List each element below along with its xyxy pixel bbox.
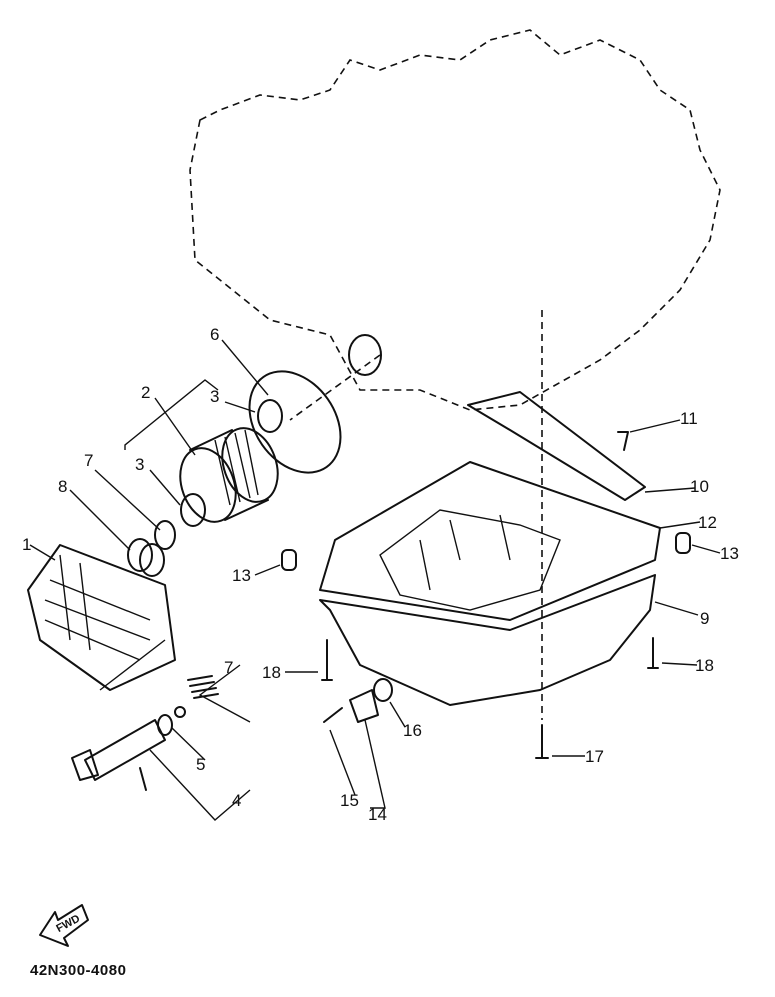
washer-7 bbox=[154, 520, 176, 550]
pin bbox=[139, 767, 147, 791]
forward-arrow-icon: FWD bbox=[39, 904, 89, 947]
part-code: 42N300-4080 bbox=[30, 962, 127, 979]
spring-8 bbox=[127, 538, 165, 577]
callout-15: 15 bbox=[340, 791, 359, 810]
gasket-plate-10 bbox=[467, 391, 646, 501]
o-ring-3-lower bbox=[180, 493, 206, 527]
callout-7-upper: 7 bbox=[84, 451, 93, 470]
oil-filter-element-2 bbox=[179, 427, 279, 523]
bolt-18-left bbox=[321, 639, 333, 681]
callout-9: 9 bbox=[700, 609, 709, 628]
bolt-17 bbox=[535, 724, 549, 759]
callout-13-right: 13 bbox=[720, 544, 739, 563]
callout-14: 14 bbox=[368, 805, 387, 824]
callout-5: 5 bbox=[196, 755, 205, 774]
screw-15 bbox=[323, 707, 343, 723]
gasket-16 bbox=[373, 678, 393, 702]
fwd-label: FWD bbox=[54, 913, 82, 935]
callout-2: 2 bbox=[141, 383, 150, 402]
bolt-18-right bbox=[647, 637, 659, 669]
dowel-13-left bbox=[281, 549, 297, 571]
callout-11: 11 bbox=[680, 409, 698, 428]
oil-filter-cover-1 bbox=[27, 544, 176, 691]
o-ring-3-upper bbox=[257, 399, 283, 433]
callout-7-lower: 7 bbox=[224, 658, 233, 677]
relief-spring bbox=[187, 675, 219, 699]
screw-11 bbox=[617, 431, 629, 451]
filter-mount bbox=[348, 334, 382, 376]
callout-18-left: 18 bbox=[262, 663, 281, 682]
callout-6: 6 bbox=[210, 325, 219, 344]
callout-4: 4 bbox=[232, 791, 241, 810]
drain-plug-14 bbox=[349, 689, 379, 723]
callout-1: 1 bbox=[22, 535, 31, 554]
callout-3-lower: 3 bbox=[135, 455, 144, 474]
callout-13-left: 13 bbox=[232, 566, 251, 585]
ball bbox=[174, 706, 186, 718]
callout-16: 16 bbox=[403, 721, 422, 740]
callout-10: 10 bbox=[690, 477, 709, 496]
washer-5 bbox=[157, 714, 173, 736]
filter-bolt-4 bbox=[71, 719, 166, 781]
callout-18-right: 18 bbox=[695, 656, 714, 675]
o-ring-6 bbox=[248, 370, 342, 474]
callout-12: 12 bbox=[698, 513, 717, 532]
engine-crankcase-outline bbox=[189, 29, 721, 411]
callout-8: 8 bbox=[58, 477, 67, 496]
callout-3-upper: 3 bbox=[210, 387, 219, 406]
dowel-13-right bbox=[675, 532, 691, 554]
leader-lines bbox=[29, 339, 721, 821]
callout-17: 17 bbox=[585, 747, 604, 766]
oil-pan-9 bbox=[319, 509, 656, 706]
gasket-12 bbox=[319, 461, 661, 621]
alignment-line-gasket bbox=[289, 354, 381, 421]
